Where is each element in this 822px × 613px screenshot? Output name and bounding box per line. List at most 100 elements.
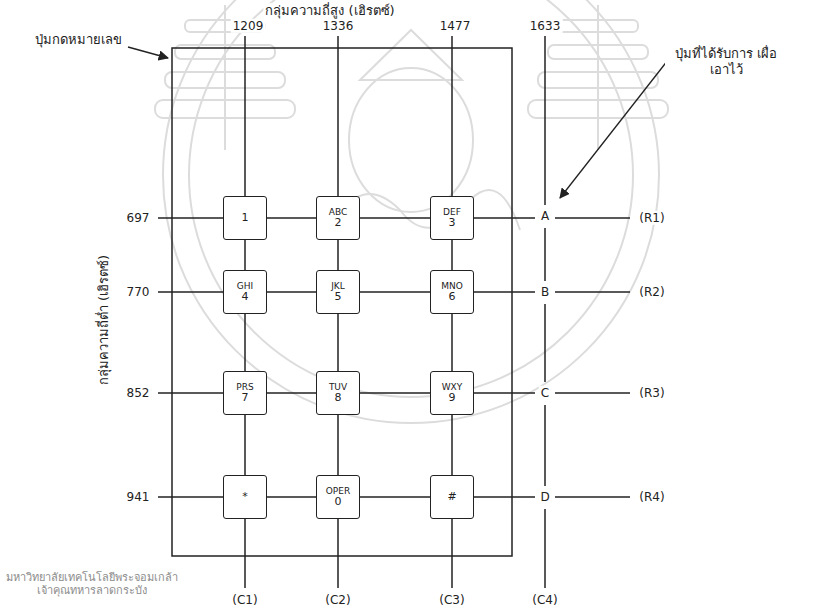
column-line [245,36,545,588]
key-button: ABC2 [316,196,360,240]
watermark-emblem [155,100,295,118]
watermark-emblem [548,45,648,59]
key-digit: 3 [449,217,456,230]
column-line [244,519,246,588]
row-label: (R4) [637,490,666,504]
callout-label: ปุ่มกดหมายเลข [33,32,124,48]
row-line [158,218,630,497]
key-letters: WXY [442,382,463,392]
column-label: (C2) [323,593,352,607]
row-line [555,496,630,498]
key-button: # [430,475,474,519]
row-line [474,496,535,498]
key-button: WXY9 [430,371,474,415]
key-button: 1 [223,196,267,240]
spare-key-label: D [538,490,551,504]
frequency-label: 697 [125,211,152,225]
key-button: OPER0 [316,475,360,519]
signal-line [360,496,430,498]
frequency-label: 1209 [231,19,266,33]
watermark-emblem [558,20,638,32]
column-line [451,519,453,588]
key-button: GHI4 [223,270,267,314]
row-line [474,291,535,293]
signal-line [267,392,316,394]
watermark-emblem [349,68,473,212]
keypad-frame [172,48,512,556]
signal-line [244,314,246,371]
spare-key-label: A [539,209,551,223]
key-letters: GHI [237,281,253,291]
row-label: (R1) [637,211,666,225]
watermark-text: มหาวิทยาลัยเทคโนโลยีพระจอมเกล้าเจ้าคุณทห… [4,571,180,597]
signal-line [337,240,339,270]
signal-line [451,314,453,371]
signal-line [267,496,316,498]
watermark-emblem [163,0,659,423]
key-letters: PRS [236,382,253,392]
key-letters: ABC [329,207,347,217]
axis-title: กลุ่มความถี่ต่ำ (เฮิรตซ์) [96,253,112,387]
row-line [555,392,630,394]
key-letters: JKL [331,281,345,291]
signal-line [451,415,453,475]
key-letters: TUV [329,382,347,392]
callout-arrow [560,60,668,198]
key-digit: 8 [335,392,342,405]
key-digit: 7 [242,392,249,405]
signal-line [360,217,430,219]
frequency-label: 941 [125,490,152,504]
row-line [474,392,535,394]
signal-line [360,291,430,293]
spare-key-label: C [539,386,551,400]
frequency-label: 770 [125,285,152,299]
column-line [544,405,546,486]
axis-title: กลุ่มความถี่สูง (เฮิรตซ์) [263,3,396,19]
key-digit: 2 [335,217,342,230]
row-line [555,291,630,293]
key-button: JKL5 [316,270,360,314]
key-digit: 6 [449,291,456,304]
frequency-label: 1336 [321,19,356,33]
signal-line [244,415,246,475]
column-line [451,36,453,196]
signal-line [267,217,316,219]
column-line [544,509,546,588]
key-button: * [223,475,267,519]
key-letters: OPER [326,486,350,496]
key-digit: 0 [335,496,342,509]
signal-line [360,392,430,394]
signal-line [267,291,316,293]
key-letters: MNO [441,281,463,291]
frequency-label: 1633 [528,19,563,33]
watermark-emblem [360,30,462,80]
watermark-emblem [597,5,599,150]
column-line [544,36,546,205]
signal-line [244,240,246,270]
column-line [544,304,546,382]
row-line [158,496,223,498]
key-digit: 4 [242,291,249,304]
key-button: MNO6 [430,270,474,314]
row-label: (R3) [637,386,666,400]
signal-line [451,240,453,270]
column-label: (C1) [230,593,259,607]
key-button: TUV8 [316,371,360,415]
frequency-label: 852 [125,386,152,400]
signal-line [337,314,339,371]
column-line [337,36,339,196]
row-line [158,217,223,219]
watermark-emblem [175,45,275,59]
key-digit: * [242,491,248,504]
column-line [544,228,546,281]
key-digit: 9 [449,392,456,405]
signal-line [337,415,339,475]
callout-label: ปุ่มที่ได้รับการ เผื่อเอาไว้ [665,46,787,77]
row-label: (R2) [637,285,666,299]
row-line [474,217,535,219]
